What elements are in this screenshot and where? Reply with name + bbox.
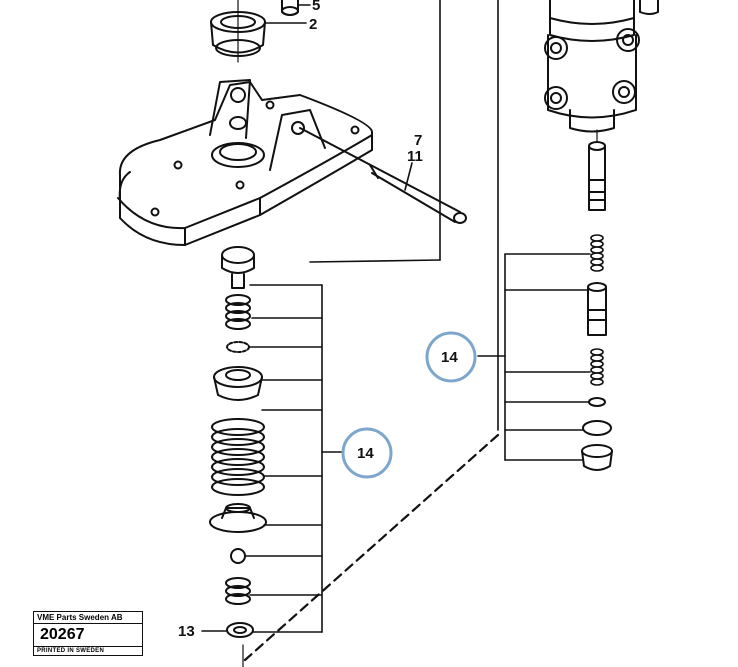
right-spring-lower xyxy=(590,348,604,386)
ball-part xyxy=(230,548,246,564)
left-bracket xyxy=(245,284,344,633)
dashed-connector-line xyxy=(243,433,500,662)
right-spring-upper xyxy=(590,234,604,272)
right-plunger-lower xyxy=(587,282,607,336)
large-spring-part xyxy=(211,418,265,496)
right-cap xyxy=(581,444,613,471)
right-washer xyxy=(582,420,612,436)
label-part-11: 11 xyxy=(407,148,423,165)
o-ring-part xyxy=(226,341,250,353)
pin-part xyxy=(299,127,467,224)
mounting-plate xyxy=(117,79,373,246)
right-plunger-upper xyxy=(588,141,606,211)
leader-part-11 xyxy=(404,162,413,191)
right-o-ring xyxy=(588,397,606,407)
top-cup-part xyxy=(210,11,266,57)
label-part-2: 2 xyxy=(309,16,317,33)
right-bracket xyxy=(477,253,591,461)
title-block: VME Parts Sweden AB 20267 PRINTED IN SWE… xyxy=(33,611,143,656)
label-part-7: 7 xyxy=(414,132,422,149)
lower-spring-part xyxy=(225,577,251,605)
label-part-14-left: 14 xyxy=(357,445,374,462)
printed-note: PRINTED IN SWEDEN xyxy=(37,648,105,654)
frame-line-horizontal xyxy=(309,259,441,263)
callout-ring-left xyxy=(341,427,393,479)
nut-part xyxy=(281,0,299,16)
seal-part-13 xyxy=(226,622,254,638)
valve-body xyxy=(544,0,659,133)
drawing-number: 20267 xyxy=(34,624,142,647)
small-spring-part xyxy=(225,294,251,330)
label-part-14-right: 14 xyxy=(441,349,458,366)
label-part-5: 5 xyxy=(312,0,320,14)
piston-part xyxy=(221,246,255,289)
valve-seat-part xyxy=(213,366,263,401)
valve-disc-part xyxy=(209,503,267,533)
company-name: VME Parts Sweden AB xyxy=(34,612,142,624)
label-part-13: 13 xyxy=(178,623,195,640)
callout-ring-right xyxy=(425,331,477,383)
